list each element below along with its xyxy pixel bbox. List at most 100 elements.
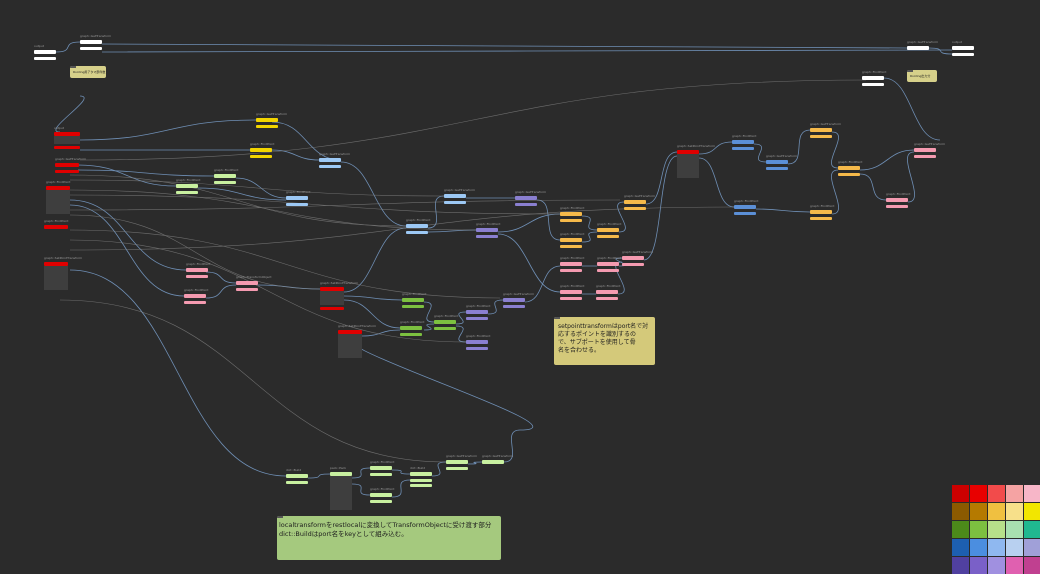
node-port-bar[interactable] [622, 256, 644, 260]
node-port-bar[interactable] [560, 297, 582, 300]
palette-swatch[interactable] [970, 557, 987, 574]
node-port-bar[interactable] [732, 140, 754, 144]
node-port-bar[interactable] [402, 305, 424, 308]
node-port-bar[interactable] [80, 47, 102, 50]
node-port-bar[interactable] [80, 40, 102, 44]
node-port-bar[interactable] [410, 484, 432, 487]
palette-swatch[interactable] [1024, 521, 1040, 538]
node-port-bar[interactable] [766, 167, 788, 170]
node-port-bar[interactable] [503, 298, 525, 302]
node-port-bar[interactable] [176, 184, 198, 188]
node-port-bar[interactable] [186, 275, 208, 278]
node-port-bar[interactable] [515, 203, 537, 206]
node-port-bar[interactable] [406, 231, 428, 234]
node-port-bar[interactable] [503, 305, 525, 308]
palette-swatch[interactable] [1024, 557, 1040, 574]
node-port-bar[interactable] [624, 200, 646, 204]
palette-swatch[interactable] [1006, 485, 1023, 502]
node-port-bar[interactable] [256, 125, 278, 128]
node-port-bar[interactable] [236, 281, 258, 285]
palette-swatch[interactable] [988, 485, 1005, 502]
node-port-bar[interactable] [286, 474, 308, 478]
palette-swatch[interactable] [1006, 539, 1023, 556]
node-port-bar[interactable] [186, 268, 208, 272]
node-port-bar[interactable] [214, 174, 236, 178]
node-port-bar[interactable] [410, 479, 432, 482]
palette-swatch[interactable] [1006, 503, 1023, 520]
node-port-bar[interactable] [597, 262, 619, 266]
node-port-bar[interactable] [434, 327, 456, 330]
node-port-bar[interactable] [476, 235, 498, 238]
node-port-bar[interactable] [410, 472, 432, 476]
node-port-bar[interactable] [320, 307, 344, 310]
node-port-bar[interactable] [622, 263, 644, 266]
node-port-bar[interactable] [286, 481, 308, 484]
node-port-bar[interactable] [320, 287, 344, 291]
node-port-bar[interactable] [560, 245, 582, 248]
node-port-bar[interactable] [914, 148, 936, 152]
node-port-bar[interactable] [766, 160, 788, 164]
node-port-bar[interactable] [515, 196, 537, 200]
node-port-bar[interactable] [734, 212, 756, 215]
node-port-bar[interactable] [54, 146, 80, 149]
node-port-bar[interactable] [886, 198, 908, 202]
node-port-bar[interactable] [55, 163, 79, 167]
node-port-bar[interactable] [319, 165, 341, 168]
node-port-bar[interactable] [446, 460, 468, 464]
node-port-bar[interactable] [952, 46, 974, 50]
palette-swatch[interactable] [988, 503, 1005, 520]
node-port-bar[interactable] [446, 467, 468, 470]
node-port-bar[interactable] [560, 269, 582, 272]
node-port-bar[interactable] [319, 158, 341, 162]
node-port-bar[interactable] [624, 207, 646, 210]
node-port-bar[interactable] [400, 326, 422, 330]
node-port-bar[interactable] [370, 500, 392, 503]
node-port-bar[interactable] [886, 205, 908, 208]
node-port-bar[interactable] [256, 118, 278, 122]
node-port-bar[interactable] [560, 262, 582, 266]
node-port-bar[interactable] [214, 181, 236, 184]
node-port-bar[interactable] [732, 147, 754, 150]
node-port-bar[interactable] [810, 135, 832, 138]
palette-swatch[interactable] [988, 557, 1005, 574]
node-port-bar[interactable] [444, 201, 466, 204]
node-port-bar[interactable] [236, 288, 258, 291]
palette-swatch[interactable] [1006, 557, 1023, 574]
node-port-bar[interactable] [597, 228, 619, 232]
node-port-bar[interactable] [952, 53, 974, 56]
node-port-bar[interactable] [444, 194, 466, 198]
node-port-bar[interactable] [810, 210, 832, 214]
node-port-bar[interactable] [46, 186, 70, 190]
node-port-bar[interactable] [286, 196, 308, 200]
node-port-bar[interactable] [838, 173, 860, 176]
node-port-bar[interactable] [907, 46, 929, 50]
node-port-bar[interactable] [370, 466, 392, 470]
node-port-bar[interactable] [286, 203, 308, 206]
node-port-bar[interactable] [560, 219, 582, 222]
node-port-bar[interactable] [34, 50, 56, 54]
node-port-bar[interactable] [466, 317, 488, 320]
node-port-bar[interactable] [466, 340, 488, 344]
palette-swatch[interactable] [970, 521, 987, 538]
node-port-bar[interactable] [176, 191, 198, 194]
node-port-bar[interactable] [476, 228, 498, 232]
node-port-bar[interactable] [370, 493, 392, 497]
node-port-bar[interactable] [810, 128, 832, 132]
node-port-bar[interactable] [370, 473, 392, 476]
palette-swatch[interactable] [952, 485, 969, 502]
palette-swatch[interactable] [952, 503, 969, 520]
palette-swatch[interactable] [1024, 539, 1040, 556]
node-port-bar[interactable] [338, 330, 362, 334]
note-middle[interactable]: setpointtransformはport名で対 応するポイントを識別するの … [554, 317, 655, 365]
node-port-bar[interactable] [597, 269, 619, 272]
node-port-bar[interactable] [55, 170, 79, 173]
color-palette[interactable] [952, 485, 1040, 574]
palette-swatch[interactable] [970, 503, 987, 520]
node-port-bar[interactable] [434, 320, 456, 324]
node-port-bar[interactable] [54, 132, 80, 136]
node-port-bar[interactable] [597, 235, 619, 238]
node-port-bar[interactable] [250, 148, 272, 152]
node-port-bar[interactable] [560, 238, 582, 242]
node-port-bar[interactable] [250, 155, 272, 158]
